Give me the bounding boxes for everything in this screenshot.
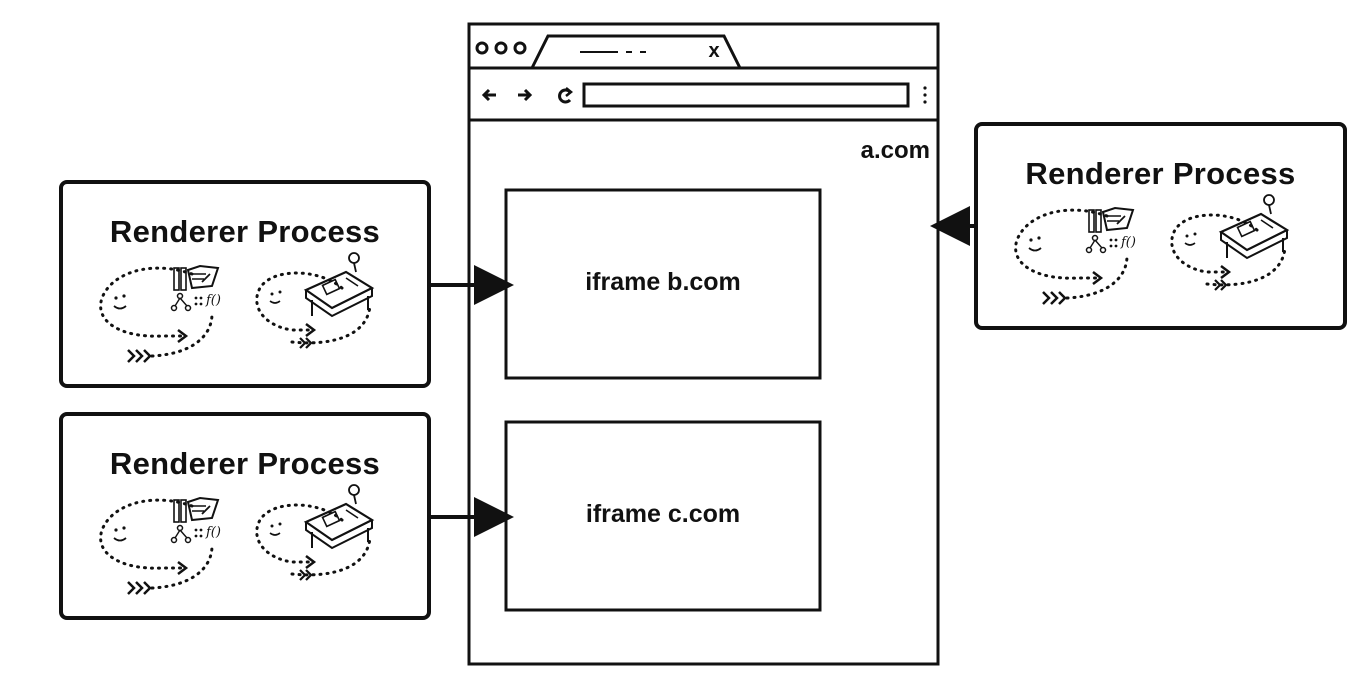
browser-window — [467, 22, 940, 666]
renderer-process-box-1 — [59, 180, 431, 388]
renderer-process-title-3: Renderer Process — [1025, 156, 1296, 191]
browser-tab[interactable] — [530, 34, 742, 69]
renderer-process-title-2: Renderer Process — [109, 446, 381, 481]
window-controls-icon[interactable] — [475, 41, 527, 55]
forward-arrow-icon[interactable] — [518, 88, 533, 102]
site-label: a.com — [860, 137, 930, 164]
iframe-b-box — [504, 188, 822, 380]
address-bar[interactable] — [582, 82, 910, 108]
renderer-process-title-1: Renderer Process — [109, 214, 381, 249]
tab-close-icon[interactable]: x — [708, 40, 720, 62]
back-arrow-icon[interactable] — [481, 88, 496, 102]
kebab-menu-icon[interactable] — [923, 86, 927, 104]
reload-icon[interactable] — [558, 87, 574, 104]
iframe-b-label: iframe b.com — [585, 268, 741, 296]
iframe-c-label: iframe c.com — [585, 500, 741, 528]
iframe-c-box — [504, 420, 822, 612]
renderer-process-box-2 — [59, 412, 431, 620]
renderer-process-box-3 — [974, 122, 1347, 330]
